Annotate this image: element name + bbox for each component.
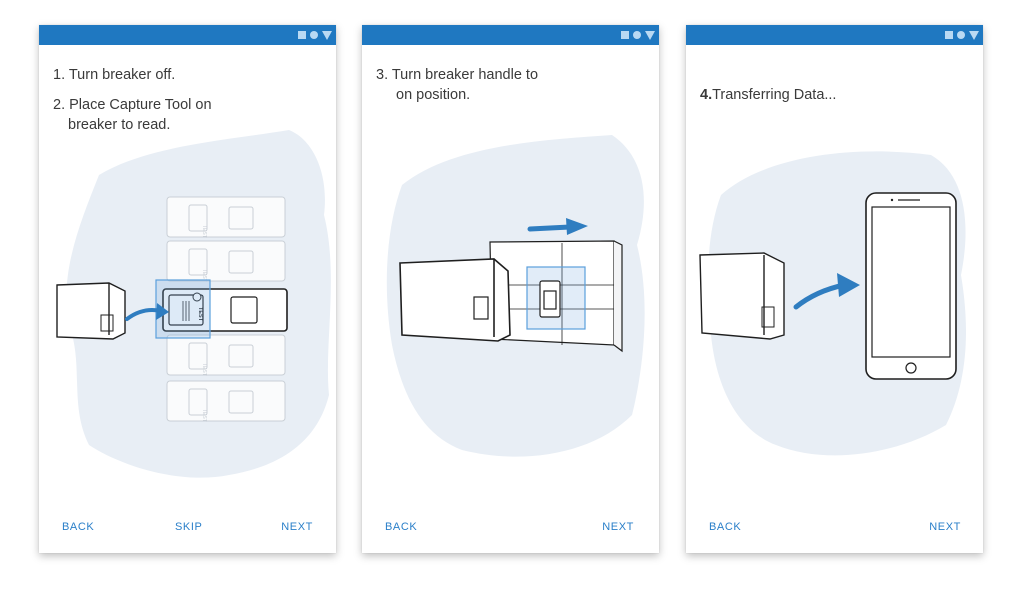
triangle-status-icon [969,30,979,40]
smartphone [865,192,957,380]
status-bar [362,25,659,45]
breaker-label: TEST [201,225,207,238]
capture-tool [399,258,511,342]
breaker-label: TEST [201,269,207,282]
breaker-panel [166,196,286,422]
back-button[interactable]: BACK [62,521,95,533]
capture-tool [56,282,126,340]
status-bar [39,25,336,45]
screen-step-3: 3. Turn breaker handle to on position. B… [362,25,659,553]
step-4-number: 4. [700,87,713,103]
screen-step-1-2: TEST TEST TEST TEST TEST 1. Turn breaker… [39,25,336,553]
circle-status-icon [957,31,965,39]
next-button[interactable]: NEXT [602,521,634,533]
step-2-text: 2. Place Capture Tool on [53,97,212,113]
triangle-status-icon [645,30,655,40]
arrow-head [156,303,169,320]
slide-arrow [527,224,573,232]
skip-button[interactable]: SKIP [175,521,203,533]
arrow-head [566,218,588,235]
step-4-label: Transferring Data... [712,87,837,103]
triangle-status-icon [322,30,332,40]
arrow-head [837,273,860,297]
capture-tool-breaker-illustration: TEST TEST TEST TEST TEST [56,130,331,478]
next-button[interactable]: NEXT [929,521,961,533]
breaker-label: TEST [197,307,203,322]
square-status-icon [945,31,953,39]
status-bar [686,25,983,45]
next-button[interactable]: NEXT [281,521,313,533]
breaker-label: TEST [201,409,207,422]
step-3-text-cont: on position. [396,87,471,103]
circle-status-icon [310,31,318,39]
back-button[interactable]: BACK [385,521,418,533]
screen-step-4: 4.Transferring Data... BACK NEXT [686,25,983,553]
step-3-text: 3. Turn breaker handle to [376,67,539,83]
breaker-label: TEST [201,363,207,376]
back-button[interactable]: BACK [709,521,742,533]
square-status-icon [298,31,306,39]
step-1-text: 1. Turn breaker off. [53,67,176,83]
circle-status-icon [633,31,641,39]
step-4-text: 4.Transferring Data... [700,85,973,105]
square-status-icon [621,31,629,39]
breaker-handle [539,280,561,318]
capture-tool [699,252,785,340]
breaker-handle-illustration [386,135,645,457]
step-2-text-cont: breaker to read. [68,117,171,133]
data-transfer-illustration [699,151,966,456]
